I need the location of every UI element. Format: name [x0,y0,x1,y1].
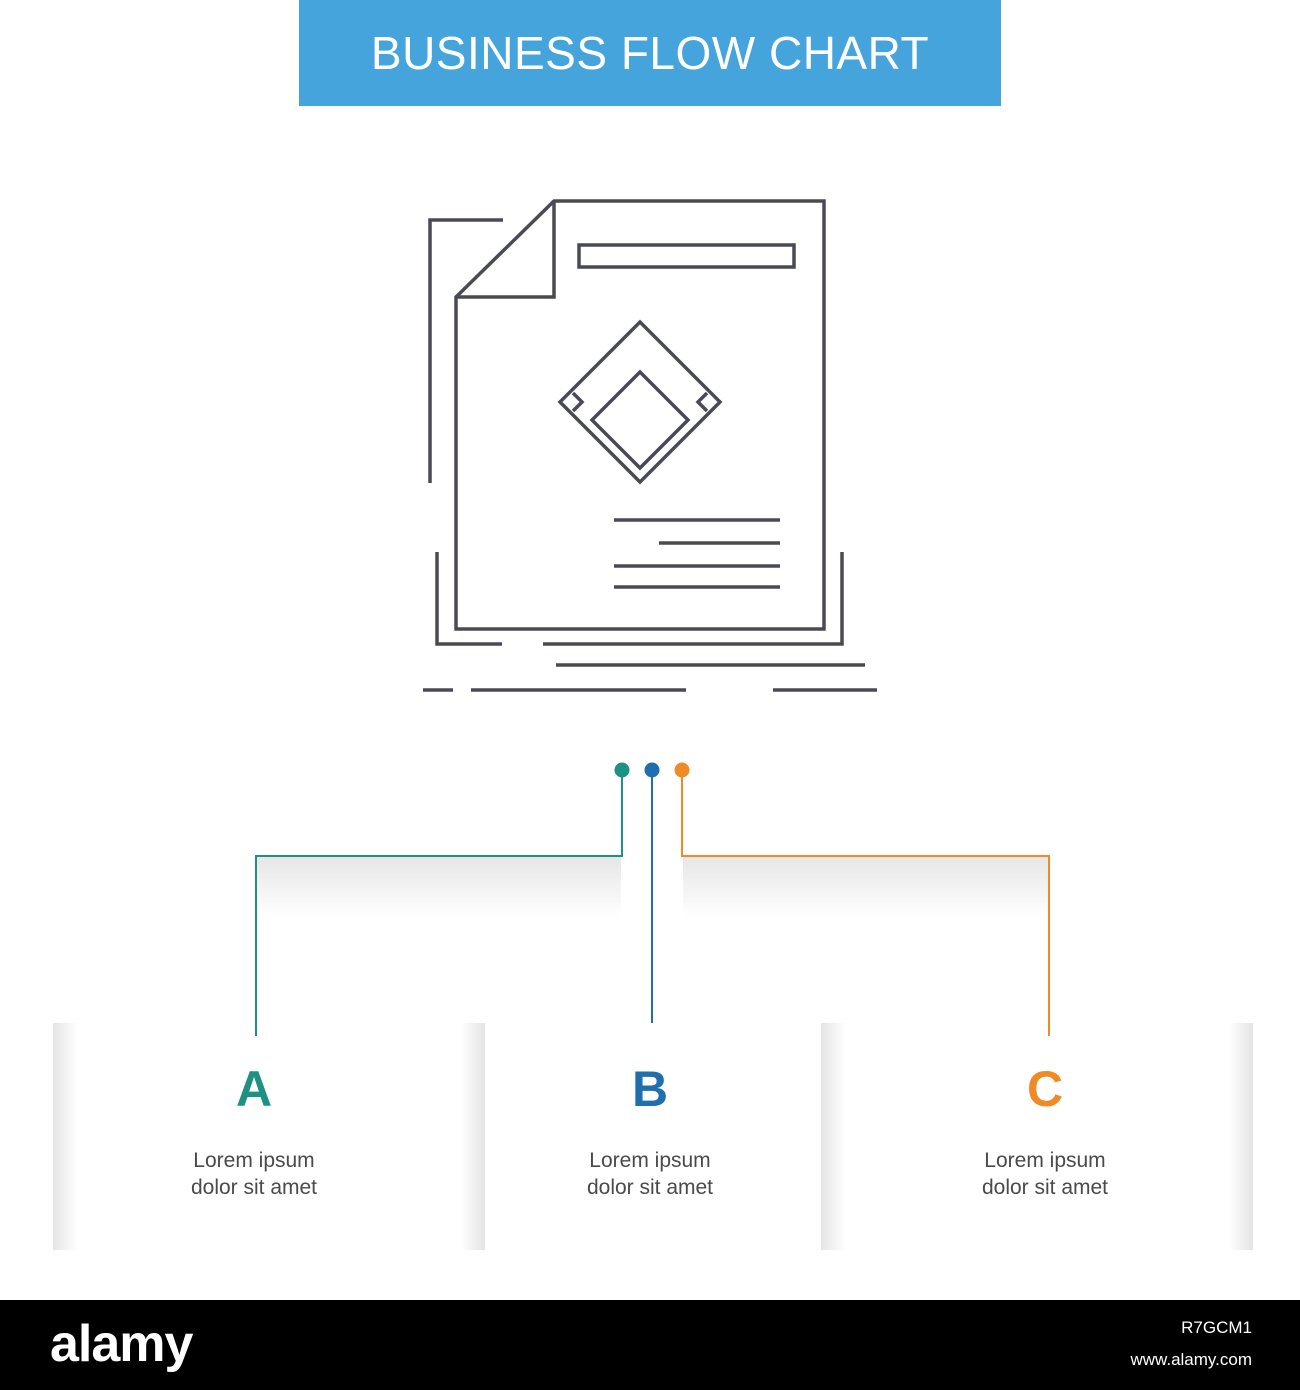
caption-line: dolor sit amet [586,1176,714,1199]
caption-line: Lorem ipsum [589,1149,711,1172]
image-id: R7GCM1 [1181,1318,1252,1337]
caption-line: dolor sit amet [981,1176,1109,1199]
step-panel-a [53,1023,485,1250]
step-caption-b: Lorem ipsum dolor sit amet [530,1147,770,1201]
dot-a [614,762,630,778]
document-with-diamond-icon [423,199,877,692]
panel-shade [1229,1023,1253,1250]
step-panel-c [821,1023,1253,1250]
panel-shade [461,1023,485,1250]
caption-line: Lorem ipsum [193,1149,315,1172]
connector-a [255,770,623,1036]
caption-line: dolor sit amet [190,1176,318,1199]
panel-shade [53,1023,77,1250]
shade-band-a [257,857,621,917]
step-caption-c: Lorem ipsum dolor sit amet [925,1147,1165,1201]
footer-bar: alamy R7GCM1 www.alamy.com [0,1300,1300,1390]
caption-line: Lorem ipsum [984,1149,1106,1172]
chart-title: BUSINESS FLOW CHART [370,27,930,79]
panel-shade [821,1023,845,1250]
step-letter-a: A [235,1061,273,1117]
step-letter-b: B [631,1061,669,1117]
step-letter-c: C [1026,1061,1064,1117]
connector-c [681,770,1050,1036]
title-banner: BUSINESS FLOW CHART [299,0,1001,106]
shade-band-c [683,857,1049,917]
site-url: www.alamy.com [1130,1350,1252,1369]
dot-c [674,762,690,778]
dot-b [644,762,660,778]
step-caption-a: Lorem ipsum dolor sit amet [134,1147,374,1201]
brand-logo: alamy [50,1315,193,1373]
step-panel-b [485,1023,821,1250]
